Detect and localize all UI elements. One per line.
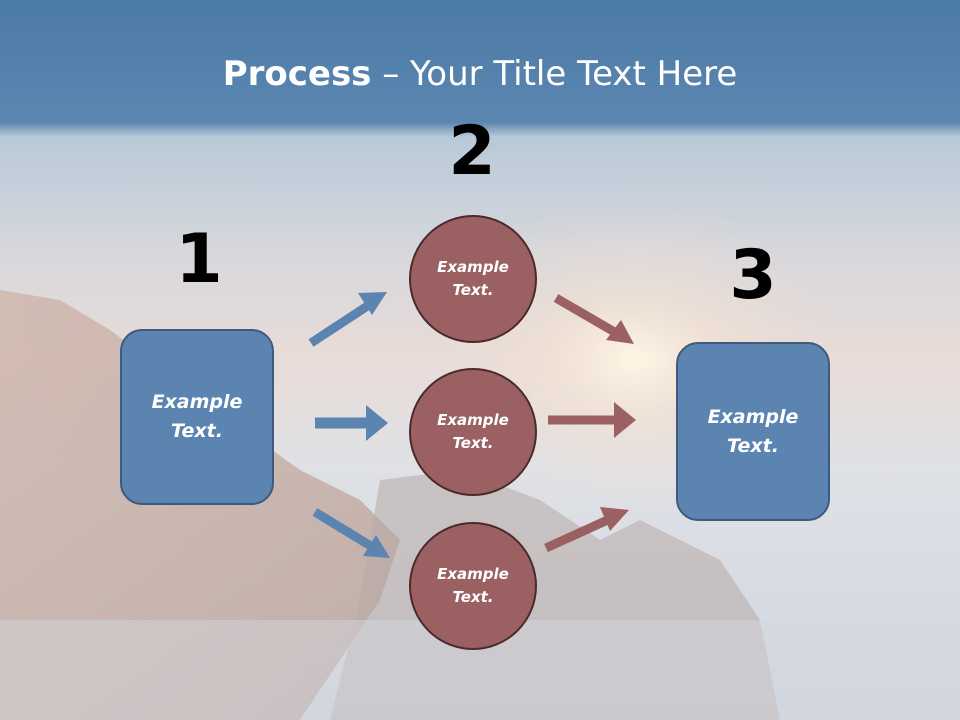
step-number-1: 1 bbox=[175, 220, 223, 299]
step-2-circle-bottom: Example Text. bbox=[409, 522, 537, 650]
step-1-box-text: Example Text. bbox=[151, 391, 243, 442]
step-3-box-text: Example Text. bbox=[707, 405, 799, 457]
step-3-box: Example Text. bbox=[676, 342, 830, 521]
slide-title: Process – Your Title Text Here bbox=[0, 52, 960, 96]
step-1-box: Example Text. bbox=[120, 329, 274, 505]
circle-top-text: Example Text. bbox=[437, 258, 509, 299]
step-2-circle-middle: Example Text. bbox=[409, 368, 537, 496]
circle-bottom-text: Example Text. bbox=[437, 565, 509, 606]
step-2-circle-top: Example Text. bbox=[409, 215, 537, 343]
title-bold: Process bbox=[222, 54, 372, 94]
step-number-3: 3 bbox=[729, 236, 777, 315]
circle-middle-text: Example Text. bbox=[437, 411, 509, 452]
title-rest: – Your Title Text Here bbox=[371, 54, 738, 94]
step-number-2: 2 bbox=[448, 112, 496, 191]
